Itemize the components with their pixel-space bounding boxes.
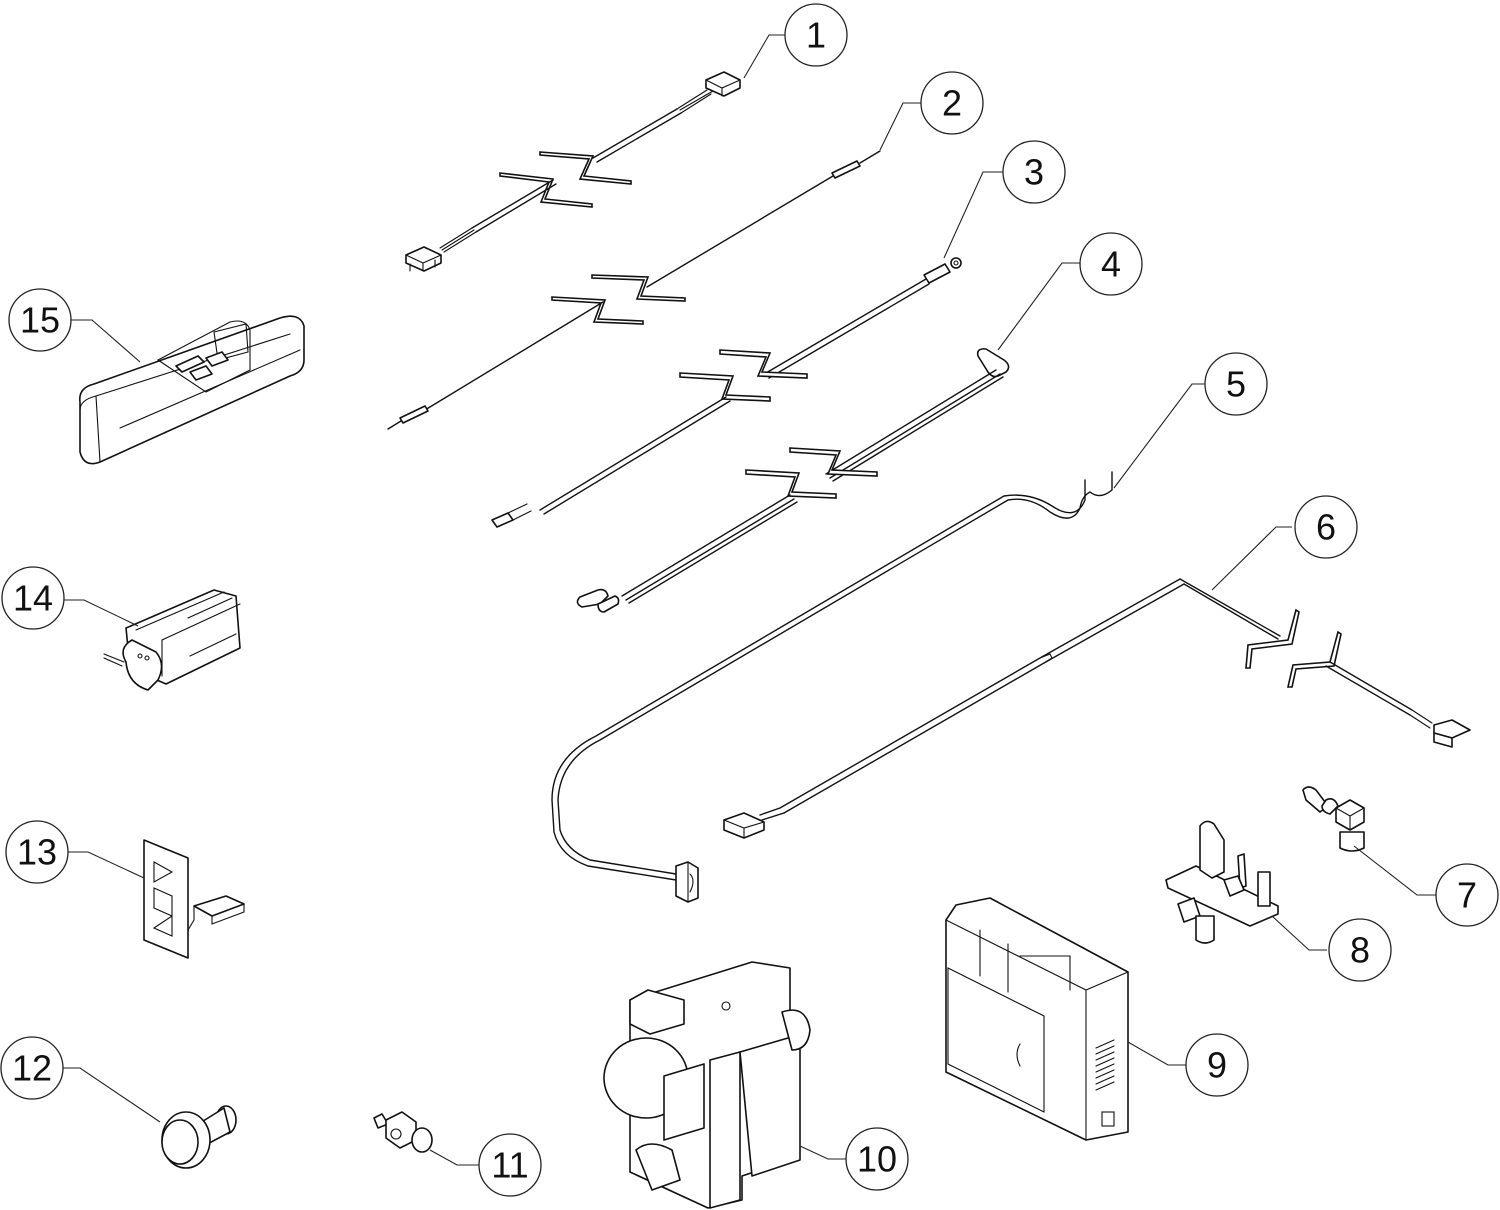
callout-4[interactable]: 4: [1079, 232, 1143, 296]
callout-13-label: 13: [17, 832, 57, 873]
part-10-gas-valve: [603, 961, 811, 1209]
callout-10[interactable]: 10: [845, 1127, 909, 1191]
part-9-receiver-module: [945, 897, 1129, 1141]
callout-3-label: 3: [1024, 152, 1044, 193]
callout-13[interactable]: 13: [5, 820, 69, 884]
callout-11-label: 11: [491, 1145, 528, 1186]
callout-7-label: 7: [1457, 875, 1477, 916]
callout-15-label: 15: [20, 300, 60, 341]
part-5-switch-harness: [551, 471, 1113, 903]
callout-11[interactable]: 11: [478, 1133, 542, 1197]
callout-14[interactable]: 14: [1, 566, 65, 630]
callout-14-label: 14: [13, 578, 53, 619]
callout-6-label: 6: [1316, 507, 1336, 548]
part-2-thermocouple-lead: [387, 150, 881, 430]
part-4-igniter-lead: [576, 348, 1010, 613]
callout-4-label: 4: [1101, 244, 1121, 285]
part-8-pilot-assembly: [1165, 820, 1279, 944]
part-1-wire-harness: [405, 71, 741, 272]
callout-9-label: 9: [1207, 1045, 1227, 1086]
callout-6[interactable]: 6: [1294, 495, 1358, 559]
part-13-switch-plate: [143, 839, 245, 959]
callout-10-label: 10: [857, 1139, 897, 1180]
callout-8-label: 8: [1350, 930, 1370, 971]
part-14-battery-holder: [103, 589, 241, 691]
callout-5-label: 5: [1226, 364, 1246, 405]
part-15-remote-transmitter: [78, 315, 305, 465]
part-3-ground-wire: [491, 257, 962, 528]
callout-1-label: 1: [806, 15, 826, 56]
part-11-compression-fitting: [373, 1111, 433, 1153]
callout-5[interactable]: 5: [1204, 352, 1268, 416]
callout-7[interactable]: 7: [1435, 863, 1499, 927]
callout-2[interactable]: 2: [920, 71, 984, 135]
callout-3[interactable]: 3: [1002, 140, 1066, 204]
callout-1[interactable]: 1: [784, 3, 848, 67]
callout-12-label: 12: [12, 1048, 52, 1089]
callout-15[interactable]: 15: [8, 288, 72, 352]
callout-9[interactable]: 9: [1185, 1033, 1249, 1097]
part-12-control-knob: [161, 1105, 237, 1169]
part-6-extension-harness: [723, 578, 1471, 839]
callout-8[interactable]: 8: [1328, 918, 1392, 982]
callout-12[interactable]: 12: [0, 1036, 64, 1100]
part-7-elbow-fitting: [1302, 786, 1365, 852]
leader-lines: [62, 34, 1436, 1166]
callout-2-label: 2: [942, 83, 962, 124]
